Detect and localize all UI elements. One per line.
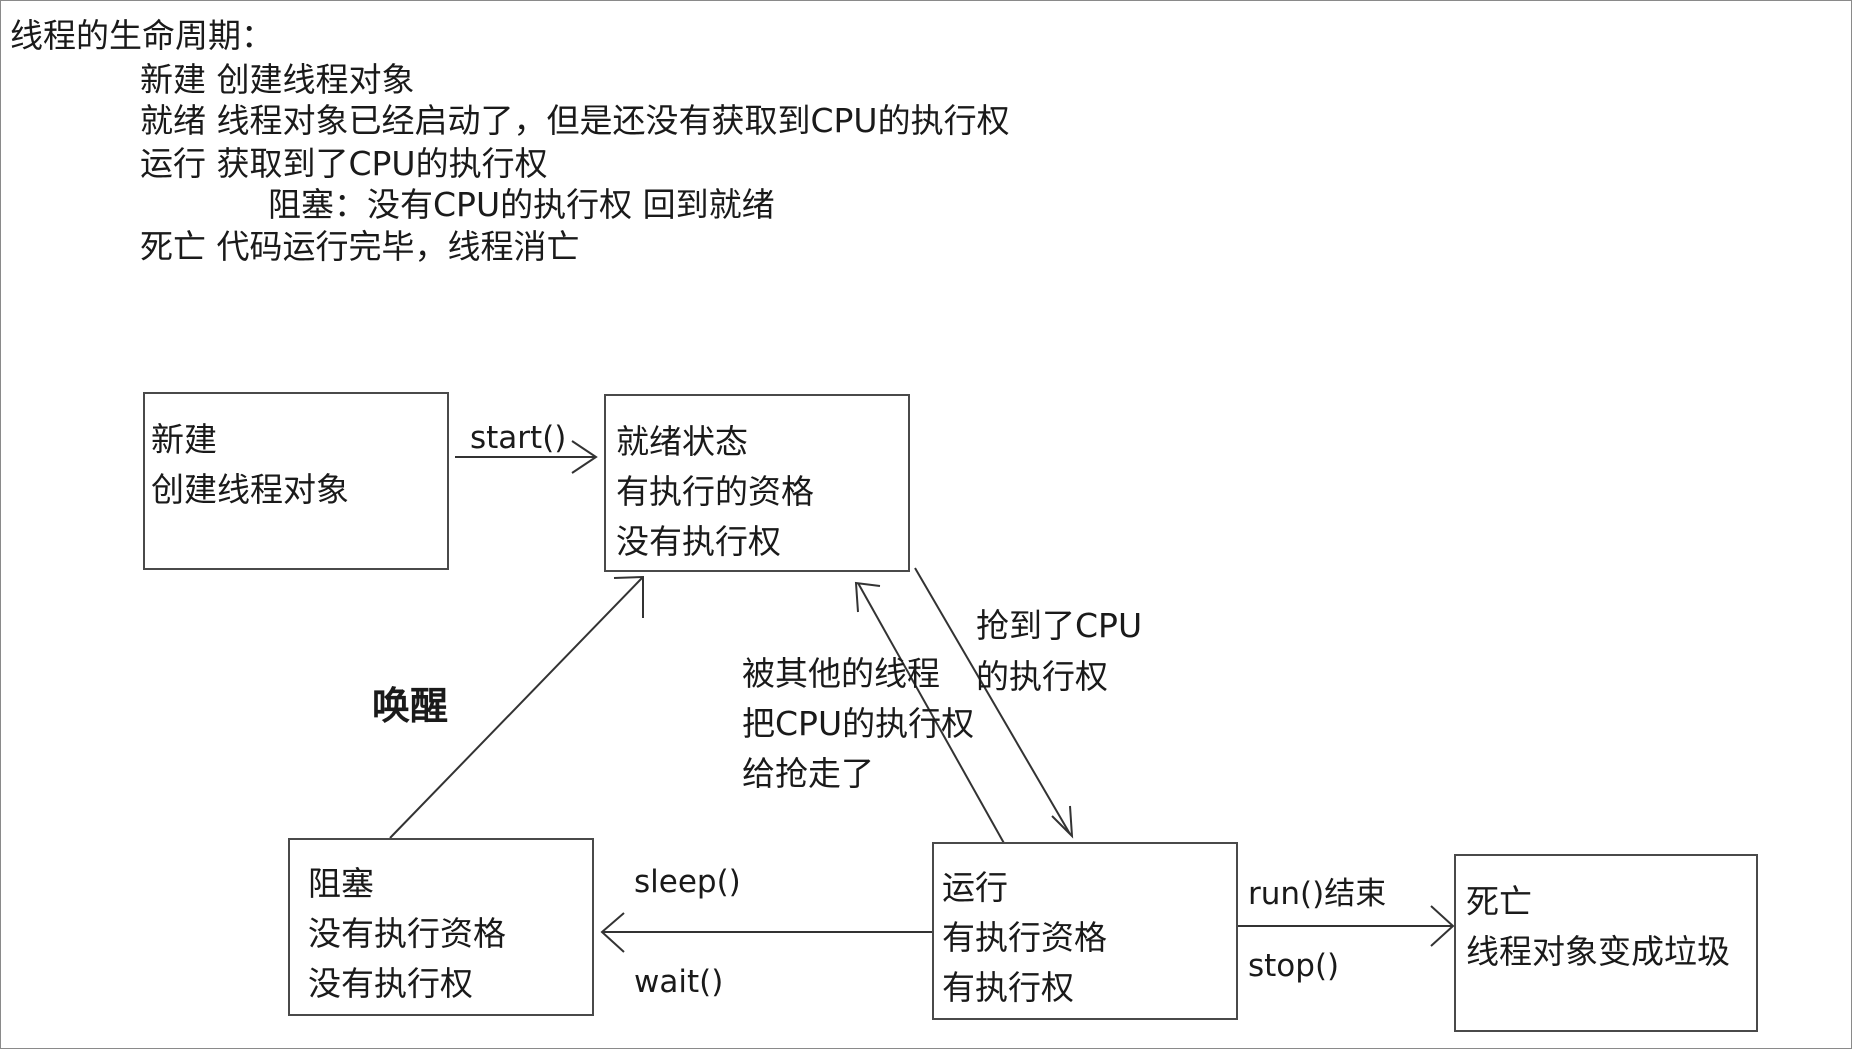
- state-ready-title: 就绪状态: [616, 422, 748, 461]
- arrow-grab-cpu: [914, 567, 1071, 835]
- label-taken-away-3: 给抢走了: [742, 754, 874, 793]
- state-running-qualification: 有执行资格: [942, 918, 1107, 957]
- arrow-run-end-head: [1430, 905, 1455, 947]
- arrow-sleep-wait-head: [600, 912, 625, 953]
- state-new-desc: 创建线程对象: [151, 470, 349, 509]
- state-new-title: 新建: [151, 420, 217, 459]
- state-blocked-box: 阻塞 没有执行资格 没有执行权: [288, 838, 594, 1016]
- arrow-wake-head: [613, 575, 644, 618]
- intro-line-blocked: 阻塞：没有CPU的执行权 回到就绪: [268, 185, 775, 224]
- state-ready-qualification: 有执行的资格: [616, 472, 814, 511]
- label-run-end: run()结束: [1248, 876, 1387, 912]
- intro-line-new: 新建 创建线程对象: [140, 60, 415, 99]
- state-ready-box: 就绪状态 有执行的资格 没有执行权: [604, 394, 910, 572]
- label-grab-cpu-2: 的执行权: [976, 657, 1108, 696]
- intro-line-ready: 就绪 线程对象已经启动了，但是还没有获取到CPU的执行权: [140, 101, 1010, 140]
- intro-line-running: 运行 获取到了CPU的执行权: [140, 144, 548, 183]
- intro-title: 线程的生命周期：: [10, 16, 274, 55]
- label-taken-away-1: 被其他的线程: [742, 654, 940, 693]
- state-new-box: 新建 创建线程对象: [143, 392, 449, 570]
- state-ready-right: 没有执行权: [616, 522, 781, 561]
- state-dead-desc: 线程对象变成垃圾: [1466, 932, 1730, 971]
- intro-line-dead: 死亡 代码运行完毕，线程消亡: [140, 227, 580, 266]
- label-taken-away-2: 把CPU的执行权: [742, 704, 975, 743]
- state-blocked-title: 阻塞: [308, 864, 374, 903]
- state-dead-box: 死亡 线程对象变成垃圾: [1454, 854, 1758, 1032]
- arrow-taken-away-head: [854, 581, 881, 613]
- state-blocked-right: 没有执行权: [308, 964, 473, 1003]
- state-blocked-qualification: 没有执行资格: [308, 914, 506, 953]
- arrow-start-head: [571, 440, 598, 474]
- label-stop: stop(): [1248, 948, 1340, 984]
- state-running-title: 运行: [942, 868, 1008, 907]
- state-dead-title: 死亡: [1466, 882, 1532, 921]
- label-wait: wait(): [634, 964, 724, 1000]
- label-wake: 唤醒: [372, 684, 449, 728]
- state-running-right: 有执行权: [942, 968, 1074, 1007]
- label-sleep: sleep(): [634, 864, 741, 900]
- arrow-taken-away: [857, 582, 1006, 846]
- label-grab-cpu-1: 抢到了CPU: [976, 606, 1143, 645]
- arrow-wake: [389, 577, 643, 839]
- arrow-grab-cpu-head: [1051, 805, 1074, 839]
- state-running-box: 运行 有执行资格 有执行权: [932, 842, 1238, 1020]
- label-start: start(): [470, 420, 567, 456]
